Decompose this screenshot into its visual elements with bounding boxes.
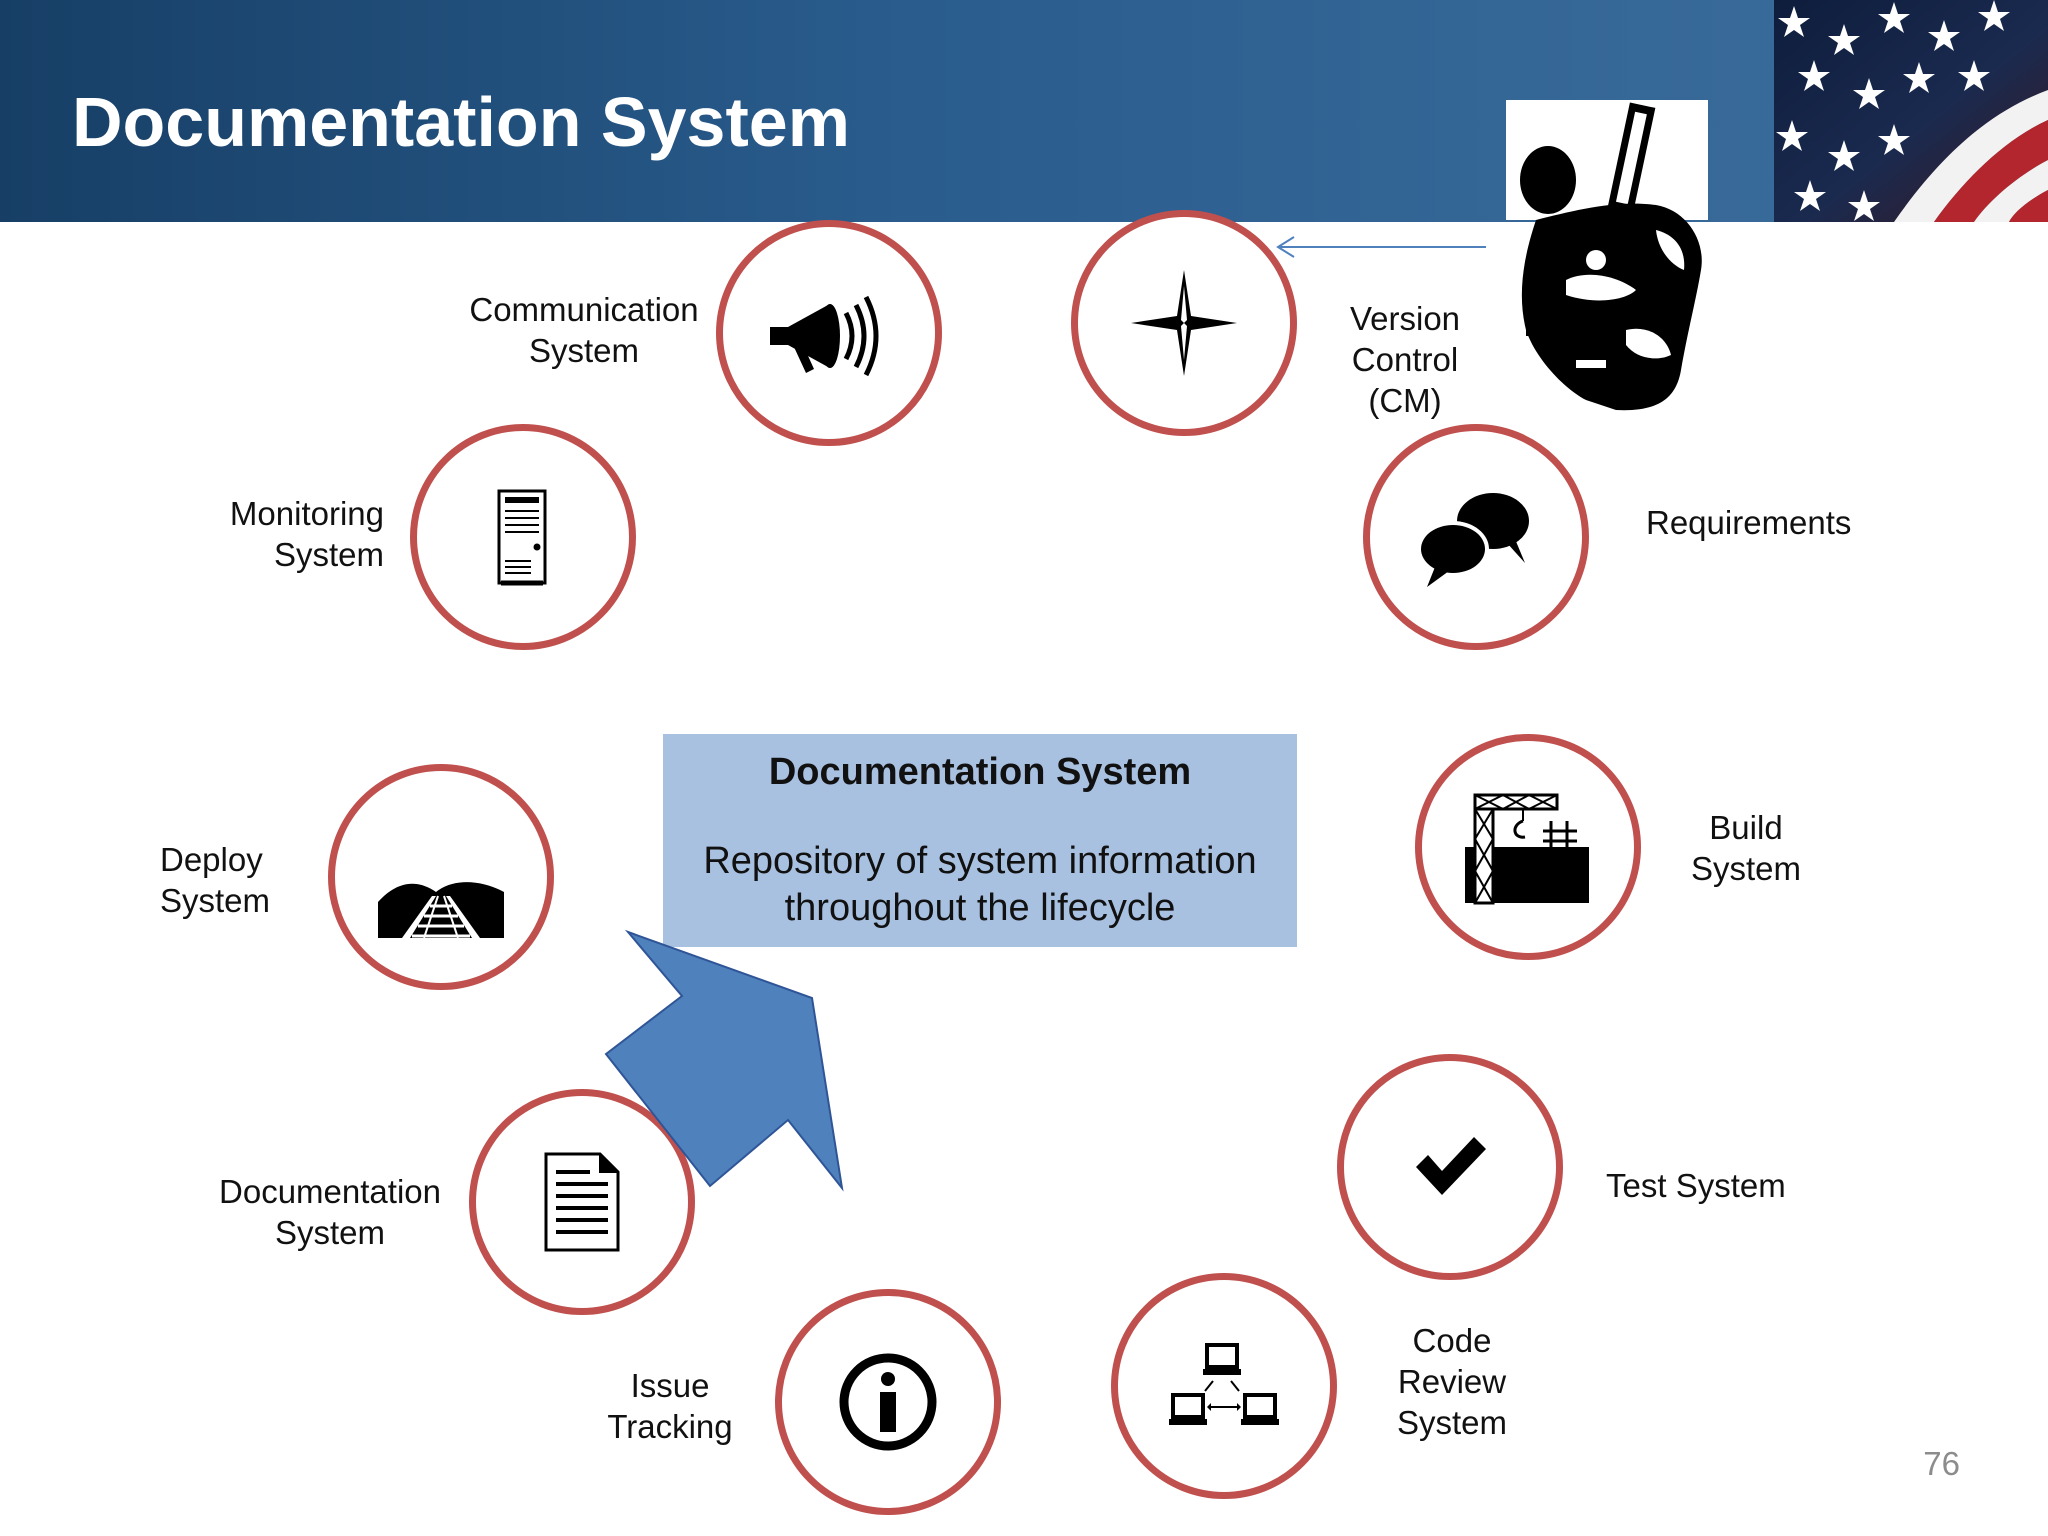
monitoring-system-label: Monitoring System — [180, 493, 384, 575]
documentation-system-label: Documentation System — [200, 1171, 460, 1253]
center-box-description: Repository of system information through… — [663, 838, 1297, 932]
deploy-system-label: Deploy System — [160, 839, 320, 921]
megaphone-icon — [764, 283, 894, 383]
version-control-label: Version Control (CM) — [1325, 298, 1485, 421]
deploy-system-node — [328, 764, 554, 990]
requirements-label: Requirements — [1646, 502, 1876, 543]
speech-bubbles-icon — [1411, 487, 1541, 587]
info-icon — [838, 1352, 938, 1452]
code-review-node — [1111, 1273, 1337, 1499]
checkmark-icon — [1410, 1127, 1490, 1207]
build-system-node — [1415, 734, 1641, 960]
page-number: 76 — [1880, 1445, 1960, 1483]
requirements-node — [1363, 424, 1589, 650]
version-control-node — [1071, 210, 1297, 436]
documentation-system-description-box: Documentation System Repository of syste… — [663, 734, 1297, 947]
build-system-label: Build System — [1666, 807, 1826, 889]
issue-tracking-node — [775, 1289, 1001, 1515]
center-box-title: Documentation System — [663, 748, 1297, 796]
server-icon — [493, 487, 553, 587]
communication-system-node — [716, 220, 942, 446]
railroad-track-icon — [376, 812, 506, 942]
issue-tracking-label: Issue Tracking — [580, 1365, 760, 1447]
compass-star-icon — [1129, 268, 1239, 378]
communication-system-label: Communication System — [456, 289, 712, 371]
network-computers-icon — [1169, 1341, 1279, 1431]
test-system-node — [1337, 1054, 1563, 1280]
code-review-label: Code Review System — [1372, 1320, 1532, 1443]
blue-pointer-arrow — [600, 920, 850, 1200]
construction-crane-icon — [1463, 787, 1593, 907]
monitoring-system-node — [410, 424, 636, 650]
test-system-label: Test System — [1606, 1165, 1836, 1206]
